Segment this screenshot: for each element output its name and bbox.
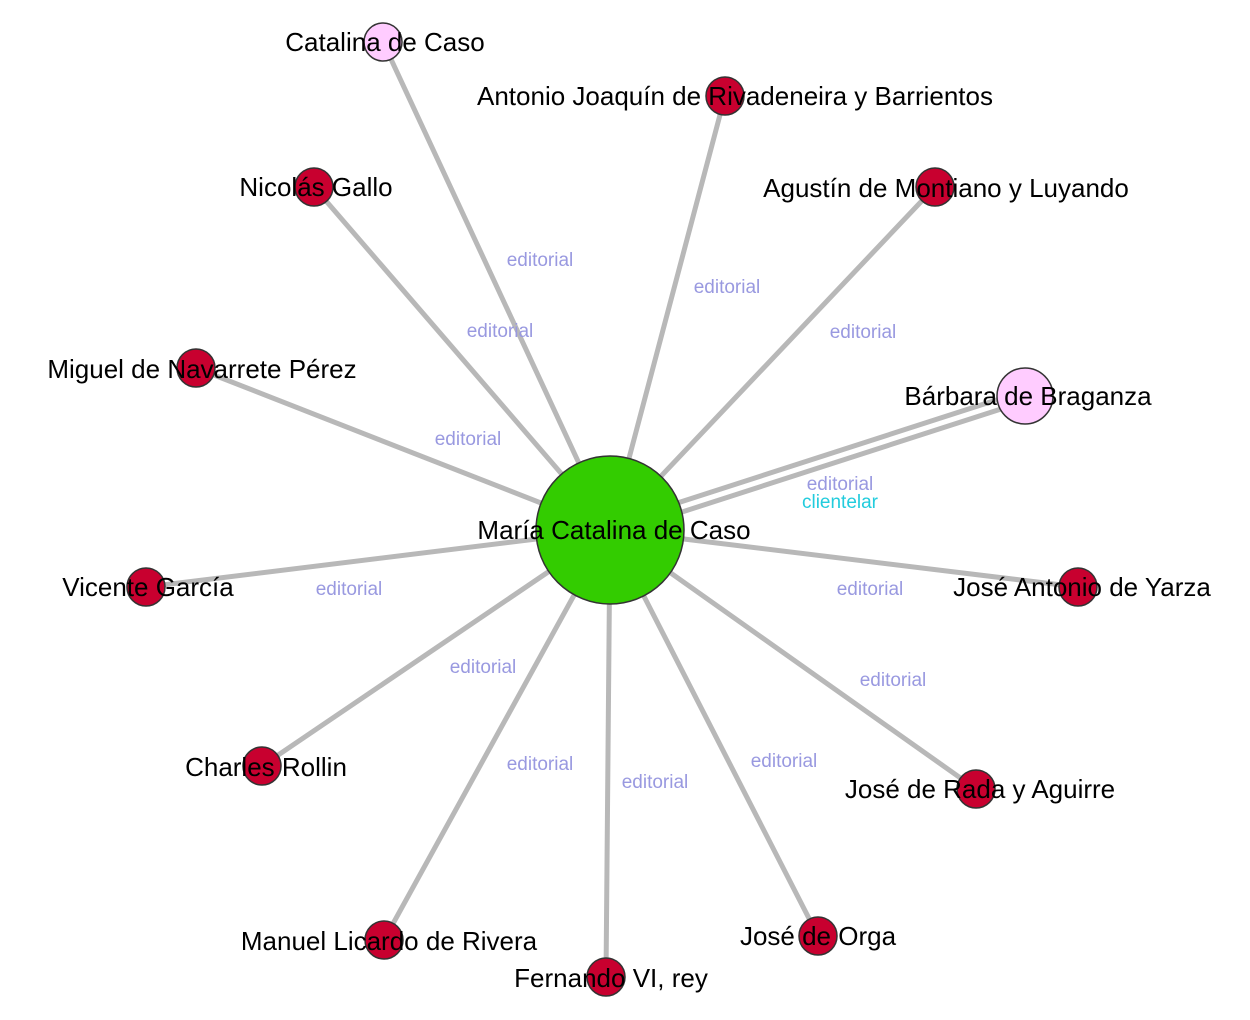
node-label-braganza: Bárbara de Braganza <box>904 381 1152 411</box>
node-catalina[interactable] <box>363 22 403 62</box>
edge-label-braganza: editorial <box>807 474 874 495</box>
node-label-garcia: Vicente García <box>62 572 234 602</box>
node-rivadeneira[interactable] <box>705 76 745 116</box>
edge-catalina <box>380 39 613 533</box>
node-montiano[interactable] <box>915 167 955 207</box>
edge-label-layer: editorial editorial editorial editorial edit… <box>316 250 927 793</box>
node-braganza[interactable] <box>996 367 1054 425</box>
node-label-navarrete: Miguel de Navarrete Pérez <box>47 354 356 384</box>
edge-label-rollin: editorial <box>450 657 517 678</box>
node-rollin[interactable] <box>242 746 282 786</box>
node-licardo[interactable] <box>364 920 404 960</box>
edge-label-orga: editorial <box>751 751 818 772</box>
node-label-orga: José de Orga <box>740 921 897 951</box>
edge-rivadeneira <box>607 93 728 533</box>
edge-orga <box>607 527 821 939</box>
edge-licardo <box>381 527 613 943</box>
edge-label-rada: editorial <box>860 670 927 691</box>
node-yarza[interactable] <box>1058 567 1098 607</box>
node-label-yarza: José Antonio de Yarza <box>953 572 1211 602</box>
edge-label-navarrete: editorial <box>435 429 502 450</box>
edge-label-garcia: editorial <box>316 579 383 600</box>
node-garcia[interactable] <box>126 567 166 607</box>
edge-gallo <box>311 184 613 533</box>
edge-label-montiano: editorial <box>830 322 897 343</box>
node-layer <box>126 22 1098 997</box>
edge-garcia <box>143 527 613 590</box>
edge-yarza <box>607 527 1081 590</box>
node-label-rollin: Charles Rollin <box>185 752 347 782</box>
node-label-montiano: Agustín de Montiano y Luyando <box>763 173 1129 203</box>
node-gallo[interactable] <box>294 167 334 207</box>
node-label-gallo: Nicolás Gallo <box>239 172 392 202</box>
edge-label-fernando: editorial <box>622 772 689 793</box>
node-label-center: María Catalina de Caso <box>477 515 750 545</box>
node-label-licardo: Manuel Licardo de Rivera <box>241 926 538 956</box>
edge-label-gallo: editorial <box>467 321 534 342</box>
node-center[interactable] <box>535 455 685 605</box>
edge-label-braganza-secondary: clientelar <box>802 492 879 513</box>
node-label-rivadeneira: Antonio Joaquín de Rivadeneira y Barrien… <box>477 81 993 111</box>
edge-label-catalina: editorial <box>507 250 574 271</box>
edge-montiano <box>607 184 938 533</box>
node-fernando[interactable] <box>586 957 626 997</box>
edge-label-rivadeneira: editorial <box>694 277 761 298</box>
node-rada[interactable] <box>956 769 996 809</box>
node-label-rada: José de Rada y Aguirre <box>845 774 1115 804</box>
edge-label-licardo: editorial <box>507 754 574 775</box>
node-navarrete[interactable] <box>176 348 216 388</box>
node-label-catalina: Catalina de Caso <box>285 27 484 57</box>
node-label-fernando: Fernando VI, rey <box>514 963 708 993</box>
node-orga[interactable] <box>798 916 838 956</box>
edge-label-yarza: editorial <box>837 579 904 600</box>
